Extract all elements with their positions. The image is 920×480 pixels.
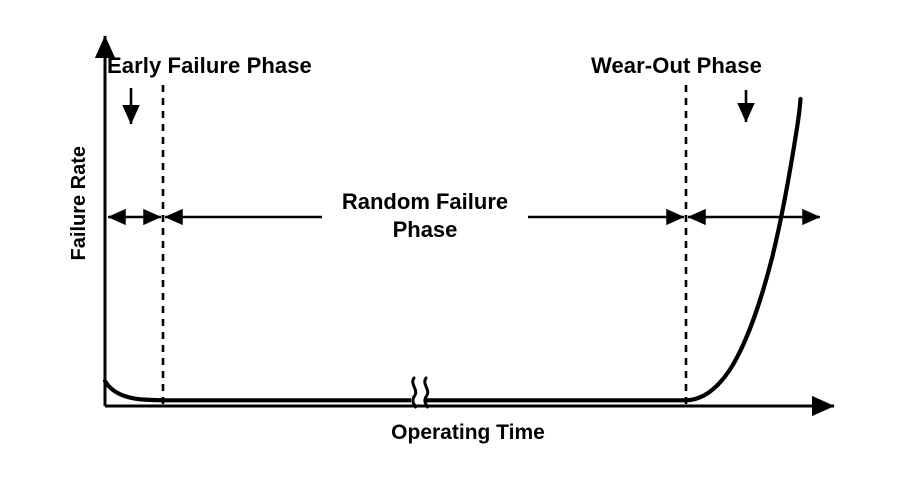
annotation-label-early-failure-phase: Early Failure Phase — [107, 53, 312, 78]
y-axis-label: Failure Rate — [67, 145, 90, 261]
curve-early-failure-segment — [102, 378, 166, 403]
annotation-label-random-failure-phase: Random Failure Phase — [330, 188, 520, 243]
curve-wear-out-segment — [683, 96, 803, 403]
annotation-label-random-failure-line1: Random Failure — [341, 189, 509, 214]
axis-break-squiggle-icon — [411, 376, 430, 409]
x-axis-label: Operating Time — [391, 421, 545, 444]
annotation-label-random-failure-line2: Phase — [392, 216, 458, 242]
annotation-label-wear-out-phase: Wear-Out Phase — [591, 53, 762, 78]
